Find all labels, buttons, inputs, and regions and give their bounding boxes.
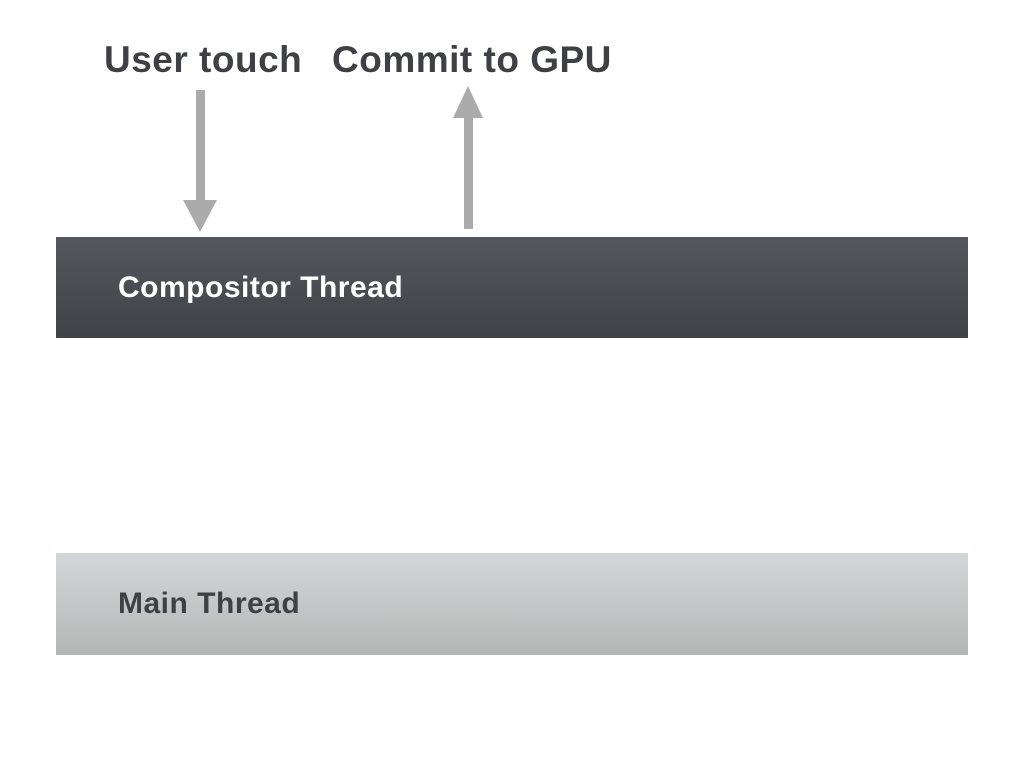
- main-thread-bar-label: Main Thread: [118, 587, 301, 620]
- arrow-up-shaft: [463, 117, 473, 229]
- arrow-down-icon: [183, 90, 217, 232]
- arrow-up-head: [453, 86, 483, 118]
- main-thread-bar: Main Thread: [56, 553, 968, 655]
- arrow-down-shaft: [196, 90, 205, 201]
- arrow-down-head: [183, 200, 217, 232]
- compositor-thread-bar: Compositor Thread: [56, 237, 968, 338]
- user-touch-label: User touch: [104, 39, 303, 80]
- arrow-up-icon: [453, 86, 483, 229]
- compositor-thread-bar-label: Compositor Thread: [118, 270, 404, 304]
- commit-to-gpu-label: Commit to GPU: [332, 39, 612, 80]
